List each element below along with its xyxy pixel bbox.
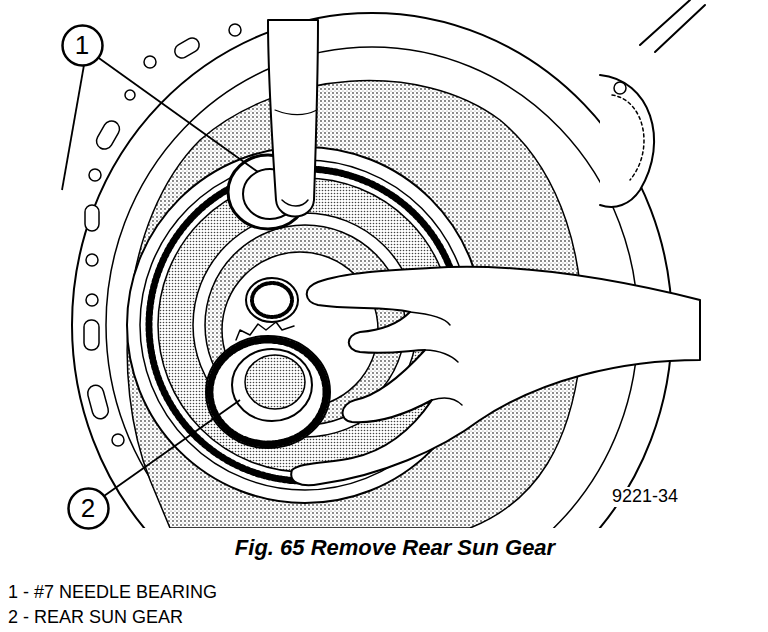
callout-circle: 1 [61,24,104,67]
legend-line: 2 - REAR SUN GEAR [8,608,183,628]
callout-number: 2 [67,487,110,530]
leader-line [62,65,84,190]
figure-caption: Fig. 65 Remove Rear Sun Gear [235,536,555,560]
callout-circle: 2 [67,487,110,530]
callout-number: 1 [61,24,104,67]
leader-line [96,56,258,172]
legend-line: 1 - #7 NEEDLE BEARING [8,583,217,603]
figure-number: 9221-34 [612,487,678,507]
leader-line [104,400,240,496]
